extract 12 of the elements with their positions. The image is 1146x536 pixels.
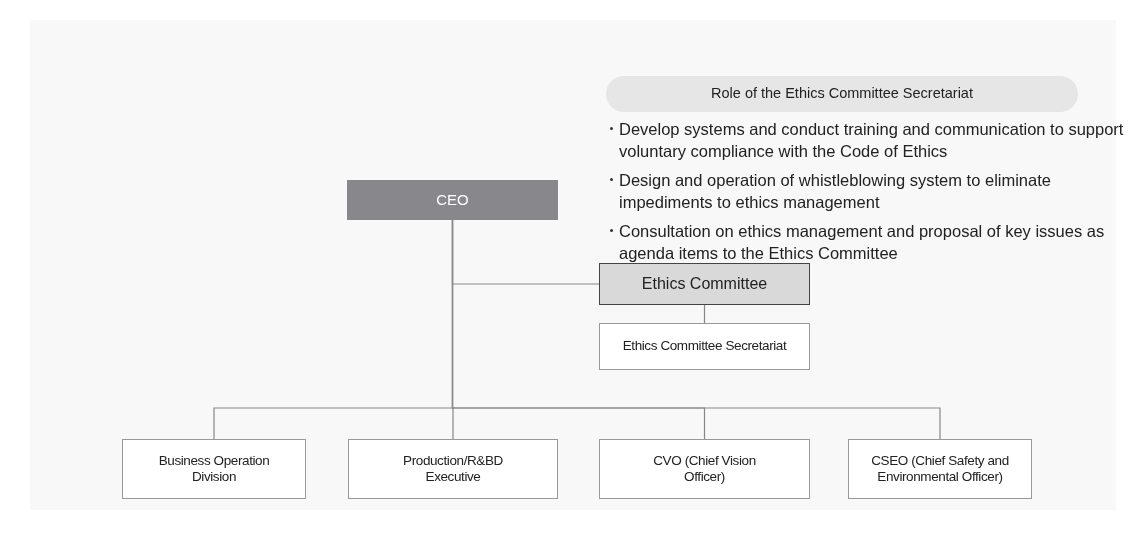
org-box: CVO (Chief Vision Officer) [599,439,810,499]
ceo-box: CEO [347,180,558,220]
bullet-text: Consultation on ethics management and proposal of key issues as agenda items to the Ethics Committee [619,221,1106,264]
bullet-text: Design and operation of whistleblowing system to eliminate impediments to ethics management [619,170,1052,213]
committee-box: Ethics Committee [599,263,810,305]
org-box: Production/R&BD Executive [348,439,558,499]
org-box: Ethics Committee Secretariat [599,323,810,370]
bullet-text: Develop systems and conduct training and communication to support voluntary compliance with the Code of Ethics [619,119,1125,162]
heading-pill: Role of the Ethics Committee Secretariat [606,76,1078,112]
org-box: Business Operation Division [122,439,306,499]
connector-line [451,219,941,440]
org-box: CSEO (Chief Safety and Environmental Officer) [848,439,1032,499]
